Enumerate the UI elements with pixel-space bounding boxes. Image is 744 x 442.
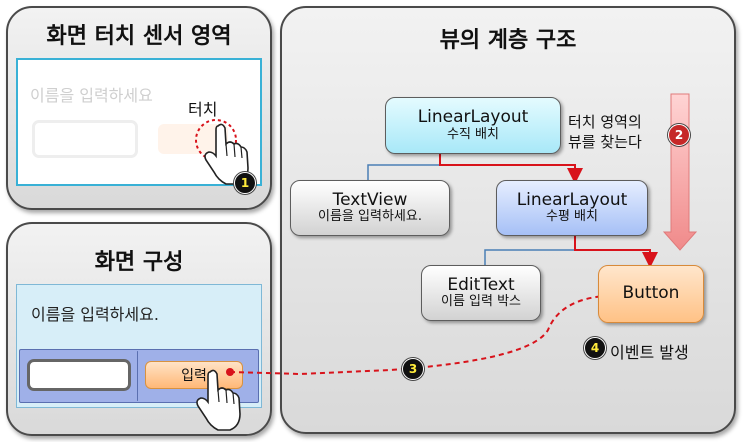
event-origin-dot: [226, 368, 234, 376]
compose-panel-title: 화면 구성: [94, 250, 184, 275]
node-button: Button: [598, 265, 704, 323]
input-button[interactable]: 입력: [145, 361, 243, 389]
hierarchy-panel-title: 뷰의 계층 구조: [439, 28, 577, 53]
node-button-name: Button: [622, 283, 680, 304]
touch-label: 터치: [188, 100, 218, 119]
node-root-linearlayout: LinearLayout 수직 배치: [385, 97, 561, 154]
hand-cursor-icon: [196, 369, 241, 431]
step-badge-2: 2: [668, 124, 690, 146]
connector-inner-edittext: [484, 235, 576, 265]
event-dashed-path: [229, 295, 605, 376]
node-textview-name: TextView: [332, 189, 408, 210]
step-badge-3: 3: [402, 358, 424, 380]
node-inner-linearlayout: LinearLayout 수평 배치: [496, 180, 648, 236]
connector-root-textview: [367, 153, 441, 180]
step-badge-4: 4: [584, 337, 606, 359]
node-root-name: LinearLayout: [417, 107, 529, 128]
search-path-root-inner: [439, 153, 583, 184]
node-textview-desc: 이름을 입력하세요.: [318, 209, 422, 225]
compose-hint-text: 이름을 입력하세요.: [31, 305, 159, 324]
node-textview: TextView 이름을 입력하세요.: [290, 180, 450, 236]
node-inner-name: LinearLayout: [516, 189, 628, 210]
search-note-line2: 뷰를 찾는다: [568, 132, 642, 151]
step-badge-1: 1: [234, 172, 256, 194]
node-edittext-desc: 이름 입력 박스: [440, 294, 522, 310]
node-inner-desc: 수평 배치: [546, 209, 598, 225]
row-divider: [137, 351, 138, 401]
search-path-inner-button: [574, 235, 658, 268]
search-note-line1: 터치 영역의: [568, 113, 642, 131]
node-edittext: EditText 이름 입력 박스: [421, 265, 541, 321]
search-note: 터치 영역의 뷰를 찾는다: [568, 113, 642, 152]
name-input[interactable]: [27, 359, 131, 391]
touch-hint-text: 이름을 입력하세요: [30, 86, 153, 105]
event-label: 이벤트 발생: [610, 343, 689, 362]
node-edittext-name: EditText: [447, 274, 515, 295]
node-root-desc: 수직 배치: [447, 126, 499, 142]
touch-panel-title: 화면 터치 센서 영역: [46, 24, 232, 49]
search-direction-arrow: [662, 93, 698, 251]
touch-input-ghost: [32, 120, 138, 158]
